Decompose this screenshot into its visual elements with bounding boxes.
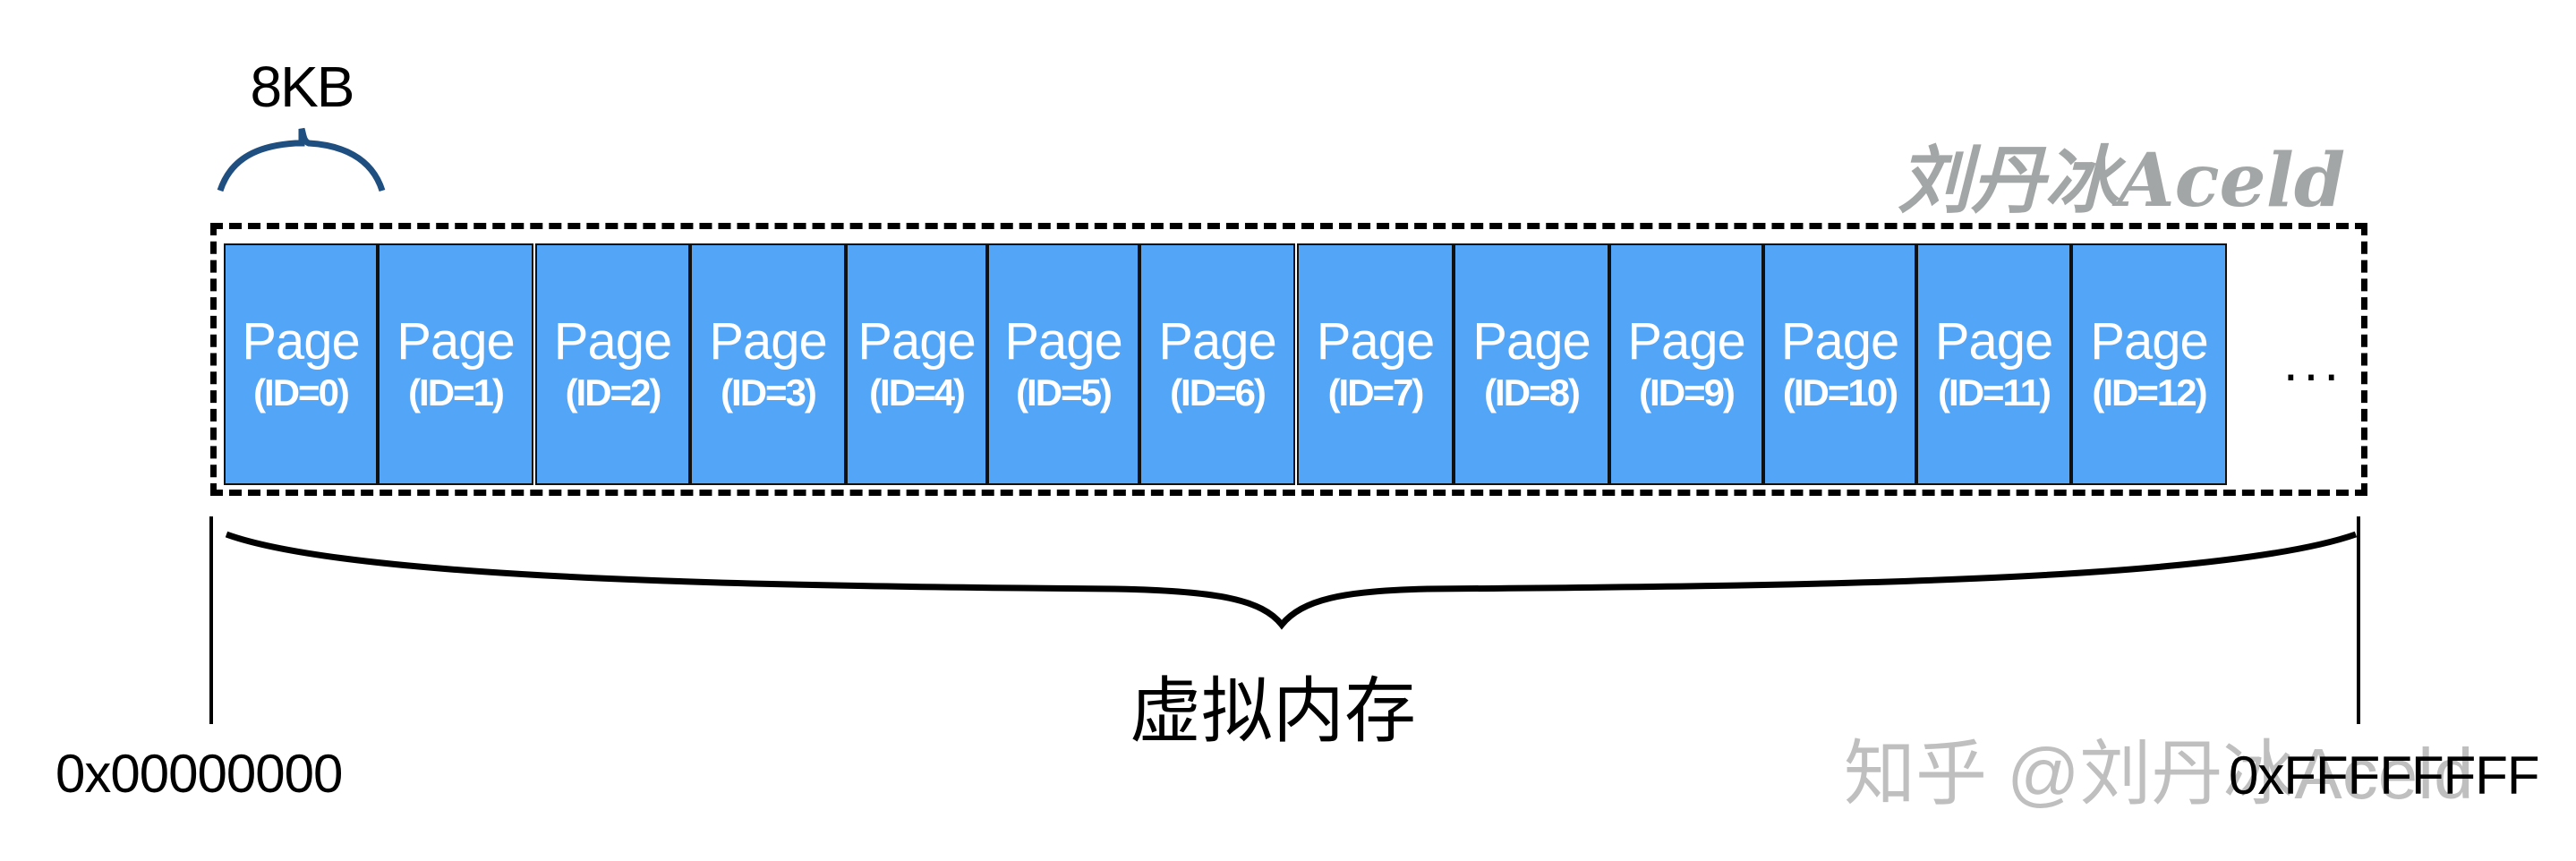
page-cell: Page(ID=11) — [1916, 243, 2071, 485]
page-cell: Page(ID=10) — [1763, 243, 1916, 485]
page-title: Page — [1627, 312, 1745, 371]
page-title: Page — [1934, 312, 2053, 371]
page-cell: Page(ID=1) — [378, 243, 533, 485]
page-id: (ID=11) — [1938, 371, 2051, 413]
page-cell: Page(ID=6) — [1139, 243, 1295, 485]
page-size-brace — [217, 127, 386, 192]
author-watermark-top: 刘丹冰Aceld — [1898, 138, 2346, 224]
page-id: (ID=8) — [1484, 371, 1581, 413]
page-id: (ID=4) — [869, 371, 966, 413]
virtual-memory-region — [210, 223, 2367, 496]
page-title: Page — [1780, 312, 1899, 371]
page-title: Page — [397, 312, 515, 371]
page-id: (ID=0) — [253, 371, 350, 413]
page-title: Page — [709, 312, 827, 371]
more-pages-ellipsis: ... — [2282, 332, 2344, 392]
page-id: (ID=9) — [1639, 371, 1736, 413]
page-id: (ID=3) — [721, 371, 817, 413]
zhihu-watermark-bottom: 知乎 @刘丹冰Aceld — [1844, 734, 2474, 814]
page-id: (ID=6) — [1170, 371, 1267, 413]
address-space-brace — [225, 531, 2358, 630]
page-id: (ID=2) — [565, 371, 662, 413]
page-cell: Page(ID=9) — [1609, 243, 1763, 485]
virtual-memory-label: 虚拟内存 — [1130, 671, 1416, 751]
page-id: (ID=1) — [408, 371, 505, 413]
page-id: (ID=5) — [1016, 371, 1113, 413]
end-address-label: 0xFFFFFFFF — [2229, 746, 2540, 806]
page-cell: Page(ID=4) — [846, 243, 987, 485]
page-cell: Page(ID=12) — [2071, 243, 2227, 485]
page-cell: Page(ID=5) — [987, 243, 1139, 485]
page-title: Page — [1004, 312, 1122, 371]
start-address-label: 0x00000000 — [55, 744, 343, 804]
page-title: Page — [242, 312, 360, 371]
page-cell: Page(ID=0) — [224, 243, 378, 485]
page-title: Page — [1472, 312, 1591, 371]
page-cell: Page(ID=7) — [1297, 243, 1454, 485]
page-cell: Page(ID=3) — [690, 243, 846, 485]
page-id: (ID=10) — [1782, 371, 1898, 413]
page-size-label: 8KB — [250, 55, 355, 119]
page-title: Page — [1316, 312, 1435, 371]
end-address-marker — [2357, 516, 2360, 724]
page-id: (ID=12) — [2092, 371, 2207, 413]
page-title: Page — [2090, 312, 2208, 371]
page-title: Page — [553, 312, 672, 371]
page-title: Page — [1158, 312, 1276, 371]
page-cell: Page(ID=8) — [1454, 243, 1609, 485]
page-cell: Page(ID=2) — [535, 243, 690, 485]
start-address-marker — [209, 516, 213, 724]
page-id: (ID=7) — [1327, 371, 1425, 413]
page-title: Page — [857, 312, 976, 371]
